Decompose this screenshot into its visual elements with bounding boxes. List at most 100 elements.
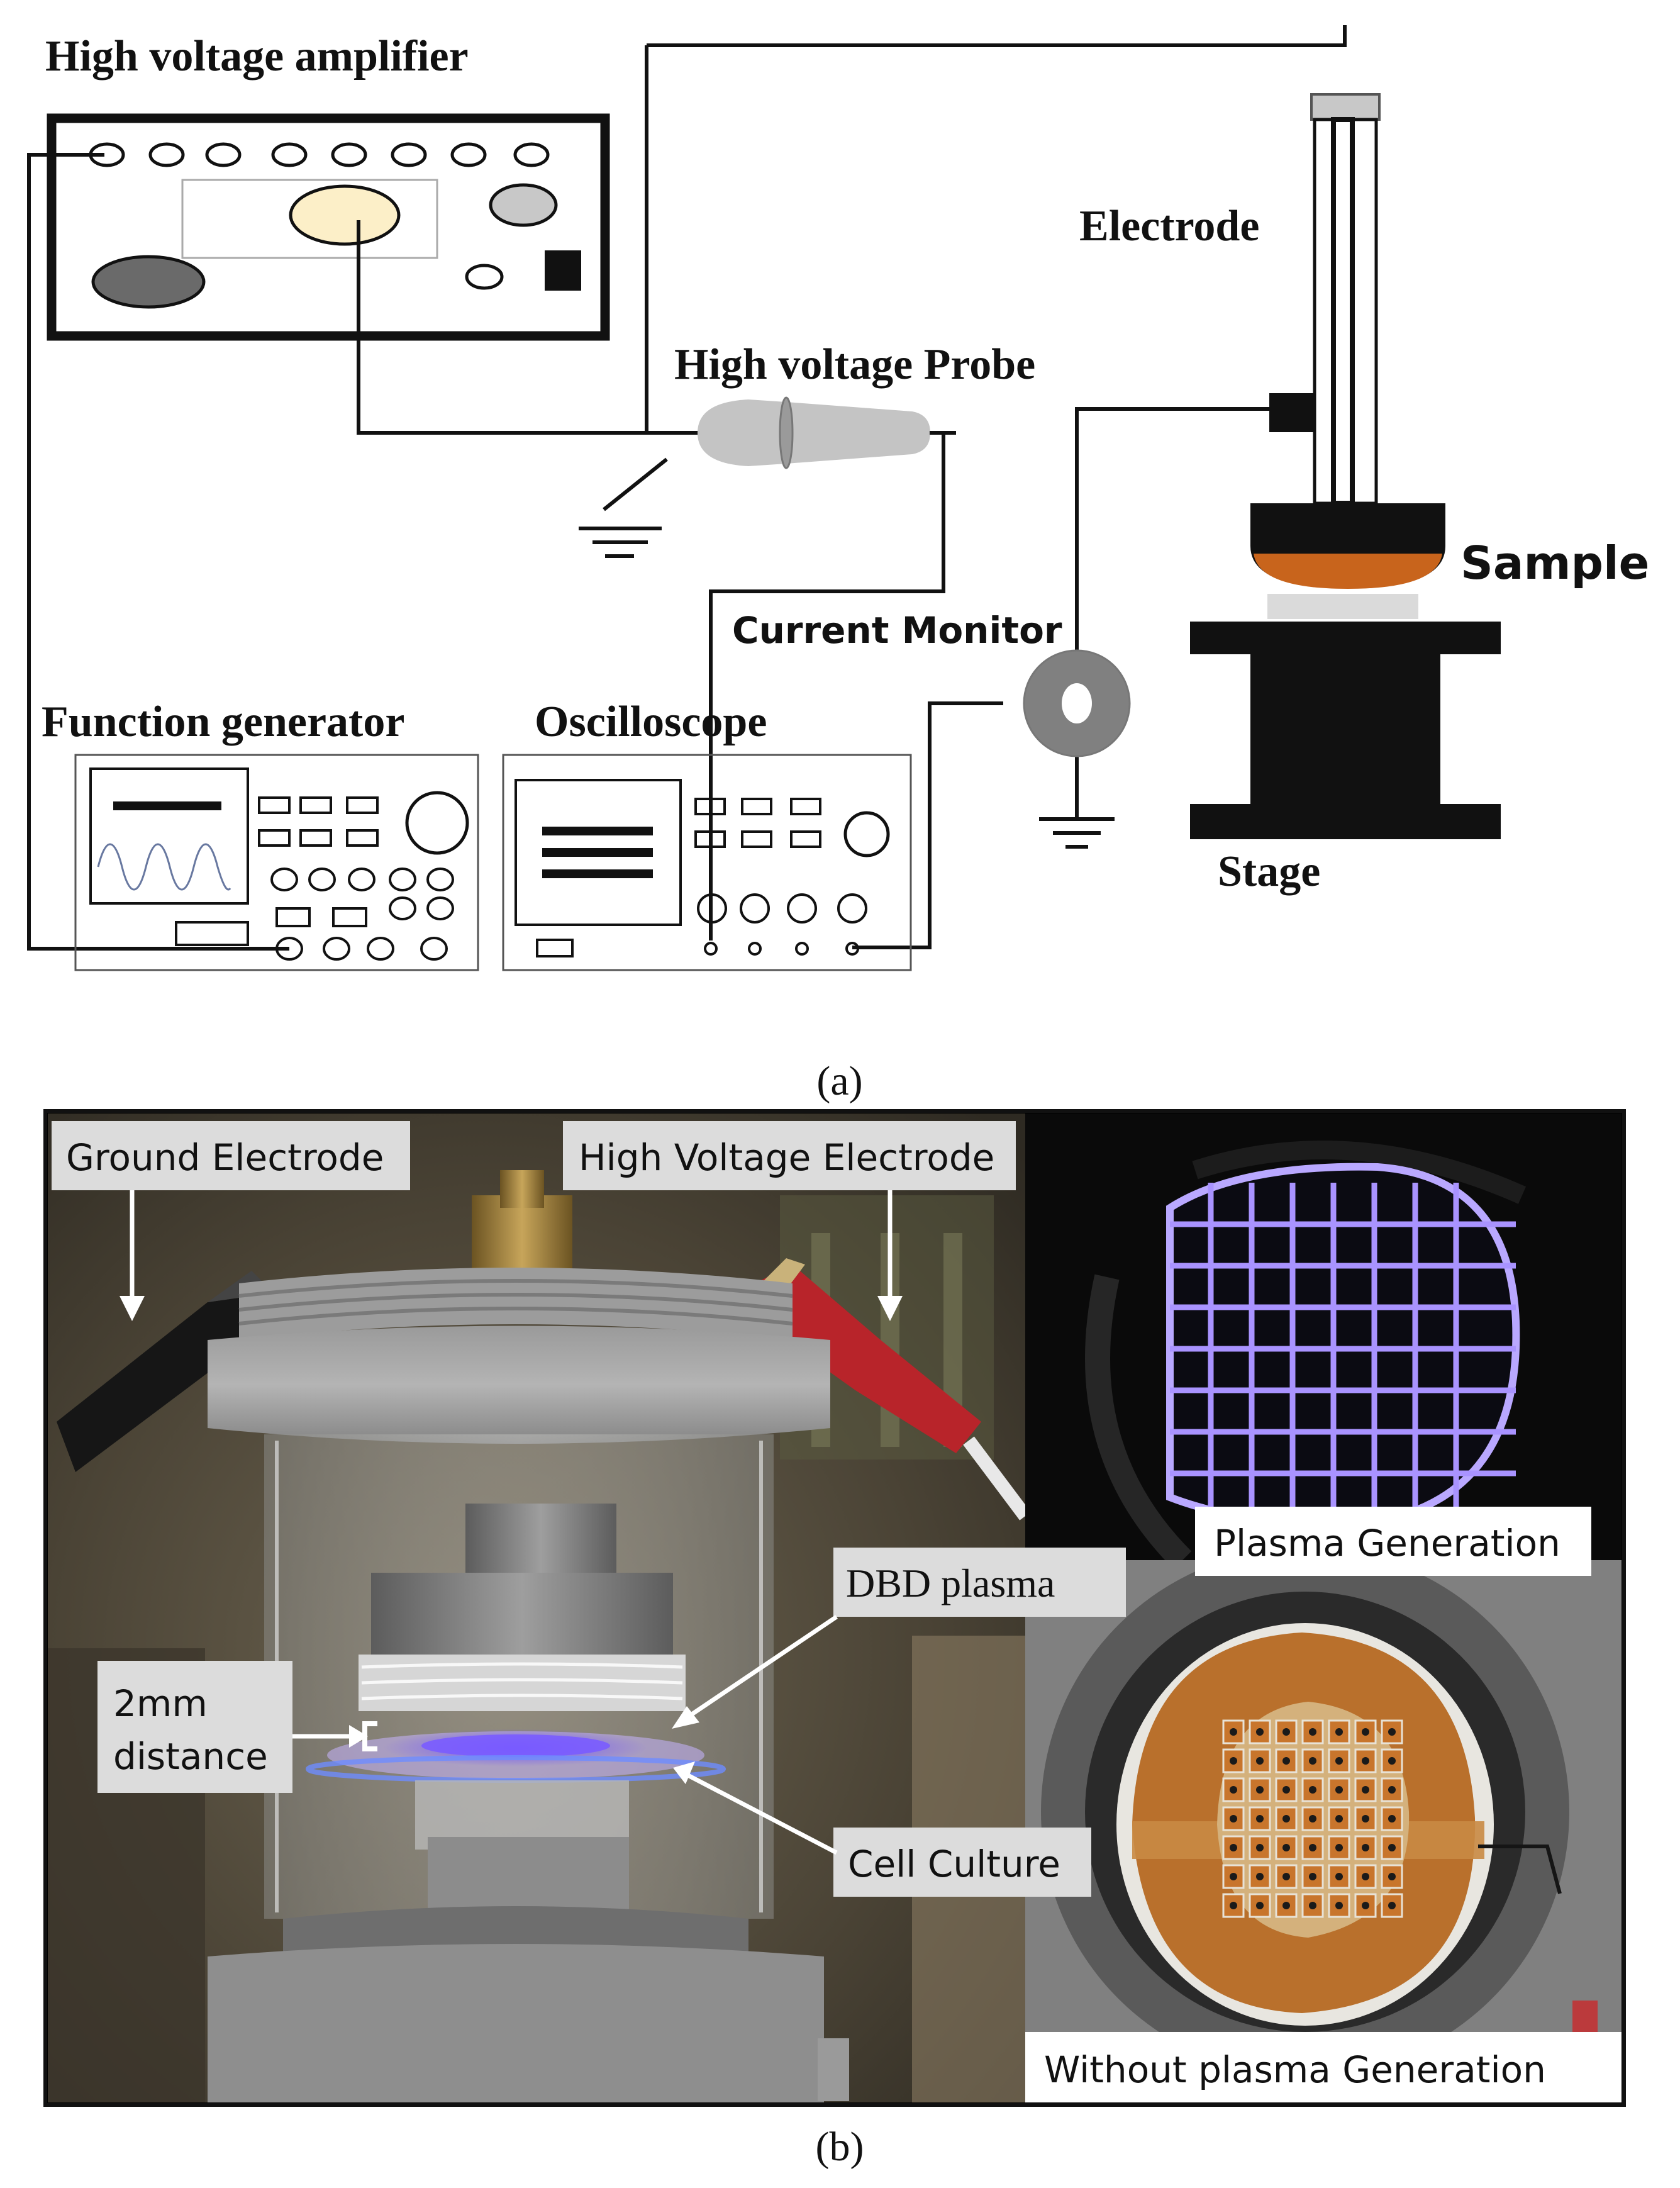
copper-grid-hole [1230,1815,1237,1822]
label-plasma-generation: Plasma Generation [1195,1507,1591,1576]
caption-b: (b) [816,2124,864,2170]
hv-clip [742,1264,981,1453]
svg-text:DBD plasma: DBD plasma [846,1561,1055,1605]
copper-grid-hole [1335,1728,1343,1736]
copper-grid-hole [1230,1786,1237,1794]
annotation-arrows [120,1190,903,1855]
high-voltage-probe [697,396,956,469]
circuit-wires [27,25,1347,951]
panel-b-photographs: Ground Electrode High Voltage Electrode … [43,1109,1626,2107]
copper-grid-hole [1388,1728,1396,1736]
copper-grid-hole [1362,1728,1369,1736]
oscilloscope-label: Oscilloscope [535,698,767,746]
copper-grid-hole [1362,1815,1369,1822]
probe-ground-wire [603,457,668,511]
ground-symbol-monitor [1039,817,1115,849]
copper-grid-hole [1309,1844,1316,1851]
copper-grid-hole [1282,1844,1290,1851]
inner-electrode [371,1573,673,1655]
stage-sample-holder [1267,594,1418,619]
amplifier-knob [450,142,487,167]
copper-grid-hole [1256,1902,1264,1909]
amplifier-switch [545,250,581,291]
plasma-generation-photo [1025,1114,1622,1570]
copper-grid-cell [1275,1748,1298,1773]
function-generator-buttons [175,791,469,961]
copper-grid-hole [1335,1815,1343,1822]
copper-grid-hole [1309,1786,1316,1794]
oscilloscope [502,754,912,971]
without-plasma-photo [1025,1548,1622,2102]
oscilloscope-screen [515,779,682,926]
copper-grid-cell [1275,1835,1298,1860]
copper-grid-hole [1335,1757,1343,1765]
function-generator-wire [27,153,289,951]
probe-label: High voltage Probe [674,340,1035,389]
label-dbd-plasma: DBD plasma [833,1548,1126,1617]
copper-grid-hole [1388,1902,1396,1909]
svg-text:Ground Electrode: Ground Electrode [66,1136,384,1179]
copper-grid-hole [1388,1815,1396,1822]
amplifier-main-knob [289,184,401,246]
plasma-grid-outline [1166,1163,1520,1527]
electrode-label: Electrode [1079,202,1259,250]
electrode-assembly [1250,93,1445,589]
hv-wire [963,1436,1031,1521]
copper-grid-hole [1388,1873,1396,1880]
copper-grid-hole [1309,1873,1316,1880]
amplifier-knob [513,142,550,167]
copper-grid-hole [1282,1902,1290,1909]
label-without-plasma: Without plasma Generation [1025,2032,1622,2102]
oscilloscope-buttons [536,798,890,957]
copper-grid-hole [1335,1902,1343,1909]
copper-grid-cell [1222,1893,1245,1918]
label-distance: 2mm distance [97,1661,292,1793]
copper-grid-hole [1230,1844,1237,1851]
copper-grid-hole [1256,1844,1264,1851]
brass-connector [472,1195,572,1277]
caption-a: (a) [816,1058,862,1104]
probe-signal-wire [709,431,945,941]
amplifier-knob [148,142,185,167]
amplifier-knob [391,142,427,167]
copper-grid-hole [1282,1757,1290,1765]
reactor-base [208,1944,824,2102]
svg-text:2mm: 2mm [113,1682,208,1725]
sine-wave-display [97,843,231,891]
copper-grid-hole [1362,1844,1369,1851]
amplifier-display [181,179,438,259]
amplifier-knob [331,142,367,167]
copper-grid-cell [1301,1864,1324,1889]
sample-label: Sample [1460,537,1650,589]
stage [1190,594,1501,839]
label-ground-electrode: Ground Electrode [52,1121,410,1190]
copper-grid-cell [1222,1835,1245,1860]
copper-grid-hole [1282,1873,1290,1880]
copper-grid-hole [1230,1728,1237,1736]
amplifier-knob [205,142,242,167]
reactor-top-cap [208,1326,830,1444]
plasma-grid-lines [1170,1183,1516,1516]
copper-grid-hole [1256,1728,1264,1736]
amplifier-top-knobs [89,142,550,167]
copper-grid-hole [1309,1757,1316,1765]
electrode-connector [1269,393,1315,432]
high-voltage-amplifier [47,113,610,341]
copper-grid-cell [1381,1777,1403,1802]
copper-grid-hole [1309,1815,1316,1822]
current-monitor-label: Current Monitor [732,609,1062,652]
copper-grid-hole [1362,1786,1369,1794]
copper-grid-hole [1335,1844,1343,1851]
label-hv-electrode: High Voltage Electrode [563,1121,1016,1190]
copper-grid-hole [1282,1728,1290,1736]
copper-grid-hole [1230,1873,1237,1880]
ground-symbol-probe [579,527,662,558]
copper-grid-hole [1388,1786,1396,1794]
sample-layer [1254,554,1442,589]
function-generator-label: Function generator [42,698,404,746]
stage-label: Stage [1218,847,1320,896]
amplifier-small-knob [465,264,504,290]
svg-text:distance: distance [113,1735,268,1778]
copper-grid-hole [1256,1786,1264,1794]
function-generator [74,754,479,971]
